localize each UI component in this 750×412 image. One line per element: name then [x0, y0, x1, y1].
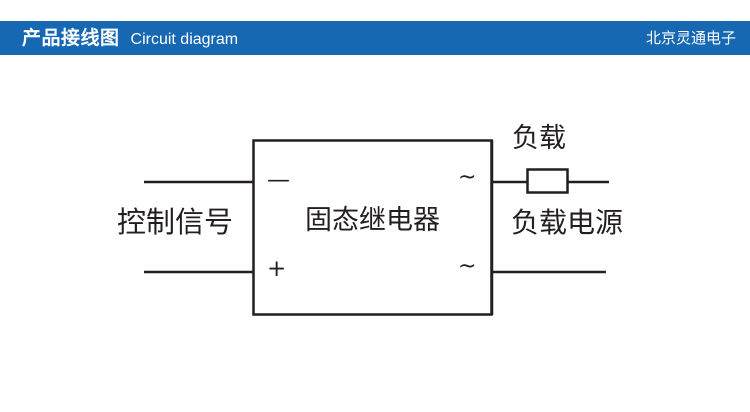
resistor-load-symbol	[526, 168, 569, 194]
circuit-schematic-svg	[144, 139, 609, 316]
label-load: 负载	[512, 123, 566, 153]
label-relay-block: 固态继电器	[305, 205, 440, 235]
label-control-signal: 控制信号	[117, 207, 234, 239]
header-title-group: 产品接线图 Circuit diagram	[22, 29, 646, 48]
label-load-power: 负载电源	[511, 207, 624, 238]
page-title-en: Circuit diagram	[130, 30, 239, 48]
terminal-ac-bottom-symbol: ~	[458, 254, 477, 279]
terminal-positive-symbol: +	[267, 256, 287, 282]
relay-block-outline	[252, 139, 493, 316]
terminal-negative-symbol: —	[267, 167, 290, 193]
page-title-cn: 产品接线图	[22, 27, 120, 49]
header-bar: 产品接线图 Circuit diagram 北京灵通电子	[0, 21, 750, 55]
terminal-ac-top-symbol: ~	[458, 165, 477, 190]
diagram-canvas: 控制信号 固态继电器 负载 负载电源 — + ~ ~	[0, 55, 750, 412]
brand-name: 北京灵通电子	[645, 29, 736, 47]
